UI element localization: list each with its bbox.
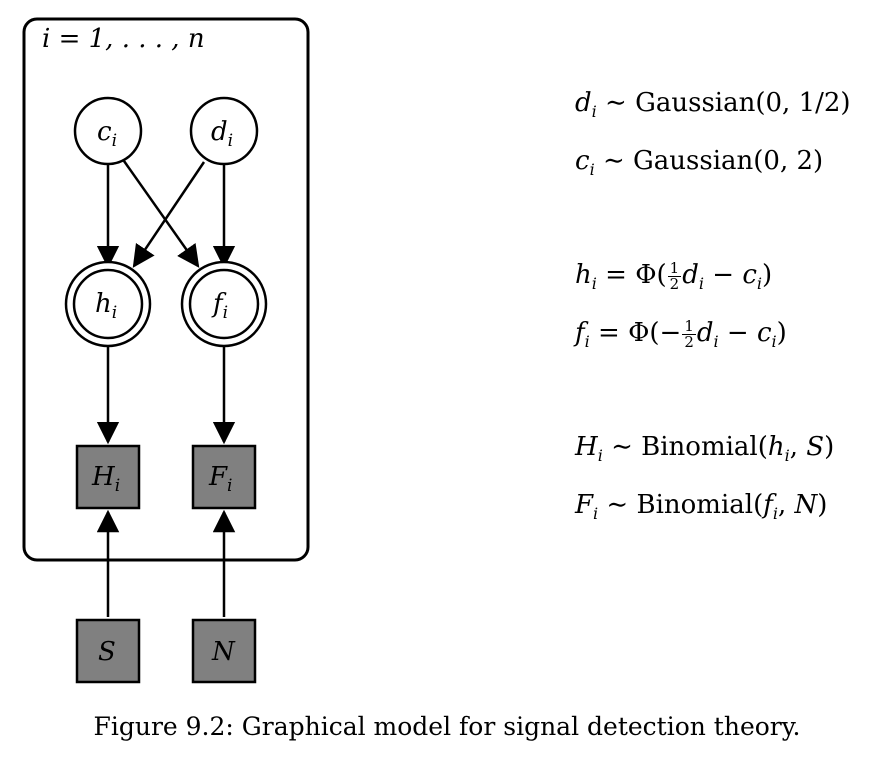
svg-text:ci: ci [97, 117, 117, 151]
edge-d-h [132, 161, 206, 268]
svg-text:Fi: Fi [208, 462, 232, 496]
node-H: Hi [75, 444, 141, 510]
svg-text:Hi: Hi [91, 462, 120, 496]
node-F: Fi [191, 444, 257, 510]
node-N: N [191, 618, 257, 684]
equation-c-distribution: ci ∼ Gaussian(0, 2) [575, 146, 824, 180]
figure-caption: Figure 9.2: Graphical model for signal d… [93, 712, 801, 741]
equation-F-distribution: Fi ∼ Binomial(fi, N) [575, 490, 828, 524]
equation-d-distribution: di ∼ Gaussian(0, 1/2) [575, 88, 851, 122]
plate [22, 17, 310, 562]
node-d: di [189, 96, 259, 166]
edge-c-f [122, 160, 200, 268]
equation-H-distribution: Hi ∼ Binomial(hi, S) [575, 432, 835, 466]
node-f: fi [180, 260, 268, 348]
node-h: hi [64, 260, 152, 348]
svg-text:hi: hi [95, 289, 117, 323]
node-c: ci [73, 96, 143, 166]
svg-text:N: N [211, 637, 236, 667]
plate-label: i = 1, . . . , n [42, 24, 205, 54]
node-S: S [75, 618, 141, 684]
svg-text:S: S [98, 637, 116, 667]
svg-text:di: di [211, 117, 233, 151]
